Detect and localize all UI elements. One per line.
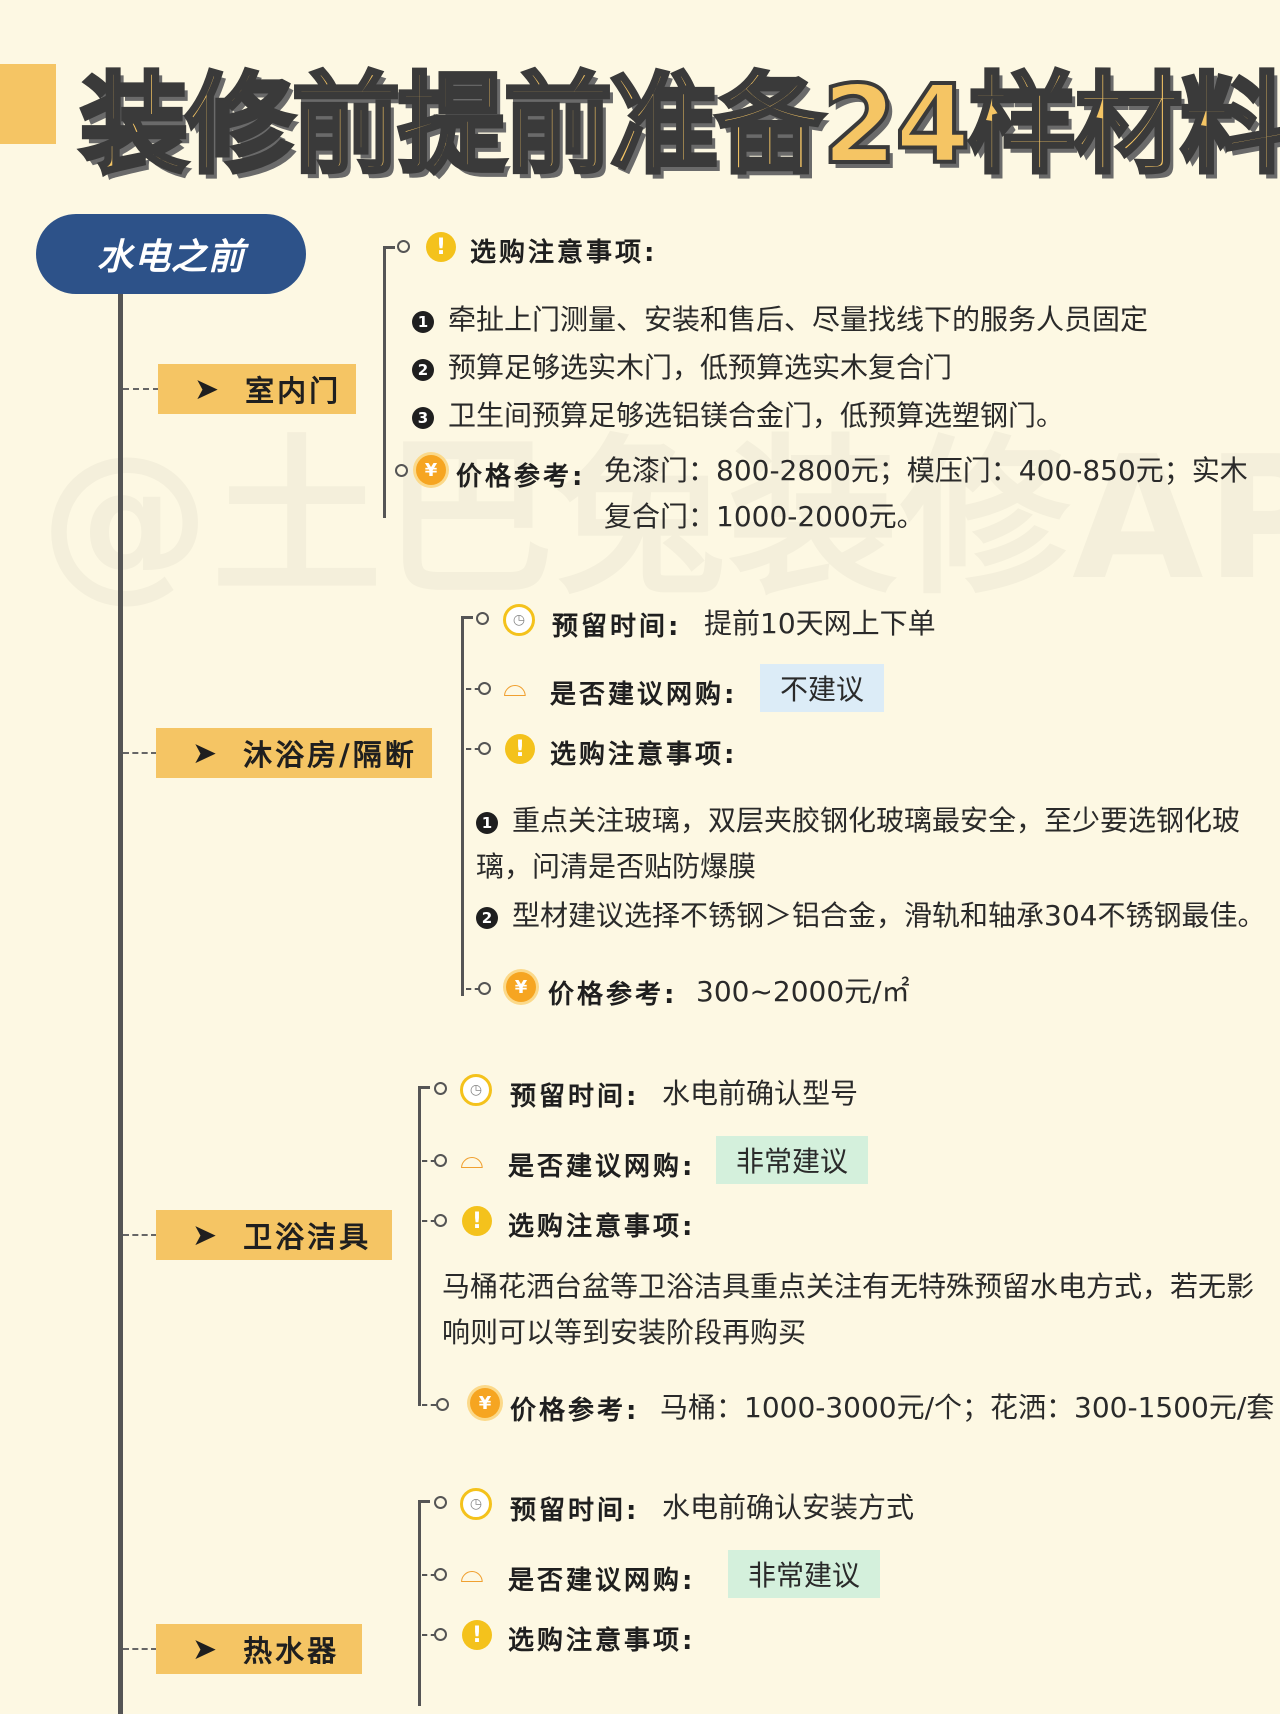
yen-coin-icon: ¥ <box>416 455 446 485</box>
number-3-icon: 3 <box>412 407 434 429</box>
page-title: 装修前提前准备24样材料 <box>78 61 1280 190</box>
notes-label: 选购注意事项: <box>508 1212 696 1242</box>
number-2-icon: 2 <box>476 907 498 929</box>
number-1-icon: 1 <box>476 812 498 834</box>
branch-line <box>123 388 159 390</box>
item-tag-water-heater: ➤ 热水器 <box>156 1624 362 1674</box>
note-text: 马桶花洒台盆等卫浴洁具重点关注有无特殊预留水电方式，若无影响则可以等到安装阶段再… <box>442 1270 1255 1349</box>
arrow-icon: ➤ <box>194 371 220 407</box>
bracket-cap <box>418 1086 430 1089</box>
connector-node <box>478 742 491 755</box>
connector-line <box>422 1634 436 1636</box>
connector-line <box>422 1220 436 1222</box>
notes-label: 选购注意事项: <box>470 238 658 268</box>
title-accent-bar <box>0 64 56 144</box>
connector-line <box>466 688 480 690</box>
warning-icon: ! <box>462 1206 492 1236</box>
reserve-label: 预留时间: <box>510 1082 640 1112</box>
connector-line <box>422 1160 436 1162</box>
connector-node <box>434 1154 447 1167</box>
bracket-cap <box>461 616 473 619</box>
item-name: 室内门 <box>245 374 342 408</box>
item-tag-door: ➤ 室内门 <box>158 364 356 414</box>
clock-icon: ◷ <box>460 1488 492 1520</box>
reserve-label: 预留时间: <box>510 1496 640 1526</box>
item-tag-shower: ➤ 沐浴房/隔断 <box>156 728 432 778</box>
bracket <box>418 1500 421 1706</box>
item-tag-sanitary: ➤ 卫浴洁具 <box>156 1210 392 1260</box>
item-name: 沐浴房/隔断 <box>243 738 417 772</box>
bracket-cap <box>418 1500 430 1503</box>
warning-icon: ! <box>462 1620 492 1650</box>
basket-icon: ⌓ <box>460 1141 484 1176</box>
connector-node <box>434 1496 447 1509</box>
connector-node <box>434 1568 447 1581</box>
number-2-icon: 2 <box>412 359 434 381</box>
bracket <box>461 616 464 996</box>
number-1-icon: 1 <box>412 311 434 333</box>
reserve-value: 水电前确认型号 <box>662 1077 859 1110</box>
reserve-value: 水电前确认安装方式 <box>662 1491 915 1524</box>
clock-icon: ◷ <box>460 1074 492 1106</box>
connector-line <box>422 1574 436 1576</box>
price-label: 价格参考: <box>510 1396 640 1426</box>
warning-icon: ! <box>426 232 456 262</box>
item-name: 卫浴洁具 <box>243 1220 372 1254</box>
connector-node <box>478 682 491 695</box>
item-name: 热水器 <box>243 1634 340 1668</box>
yen-coin-icon: ¥ <box>470 1388 500 1418</box>
phase-pill: 水电之前 <box>36 214 306 294</box>
online-label: 是否建议网购: <box>508 1152 696 1182</box>
connector-node <box>478 982 491 995</box>
notes-label: 选购注意事项: <box>508 1626 696 1656</box>
yen-coin-icon: ¥ <box>506 972 536 1002</box>
basket-icon: ⌓ <box>460 1555 484 1590</box>
arrow-icon: ➤ <box>192 1631 218 1667</box>
connector-line <box>466 748 480 750</box>
warning-icon: ! <box>505 734 535 764</box>
arrow-icon: ➤ <box>192 735 218 771</box>
connector-node <box>476 612 489 625</box>
reserve-label: 预留时间: <box>552 612 682 642</box>
connector-line <box>422 1404 436 1406</box>
online-label: 是否建议网购: <box>508 1566 696 1596</box>
online-badge: 不建议 <box>760 664 885 712</box>
online-badge: 非常建议 <box>728 1550 881 1598</box>
bracket-cap <box>383 246 395 249</box>
timeline-spine <box>118 294 123 1714</box>
price-label: 价格参考: <box>548 980 678 1010</box>
arrow-icon: ➤ <box>192 1217 218 1253</box>
clock-icon: ◷ <box>503 604 535 636</box>
connector-node <box>436 1398 449 1411</box>
connector-node <box>434 1082 447 1095</box>
price-text: 免漆门：800-2800元；模压门：400-850元；实木复合门：1000-20… <box>604 454 1248 533</box>
branch-line <box>123 1648 157 1650</box>
price-text: 300~2000元/㎡ <box>696 975 910 1008</box>
bracket <box>383 246 386 518</box>
price-text: 马桶：1000-3000元/个；花洒：300-1500元/套 <box>660 1391 1275 1424</box>
online-label: 是否建议网购: <box>550 680 738 710</box>
basket-icon: ⌓ <box>503 669 527 704</box>
price-label: 价格参考: <box>456 462 586 492</box>
connector-node <box>434 1214 447 1227</box>
connector-node <box>434 1628 447 1641</box>
connector-node <box>397 240 410 253</box>
branch-line <box>123 752 157 754</box>
online-badge: 非常建议 <box>716 1136 869 1184</box>
bracket <box>418 1086 421 1406</box>
connector-line <box>466 988 480 990</box>
notes-label: 选购注意事项: <box>550 740 738 770</box>
reserve-value: 提前10天网上下单 <box>704 607 936 640</box>
connector-node <box>395 464 408 477</box>
branch-line <box>123 1234 157 1236</box>
